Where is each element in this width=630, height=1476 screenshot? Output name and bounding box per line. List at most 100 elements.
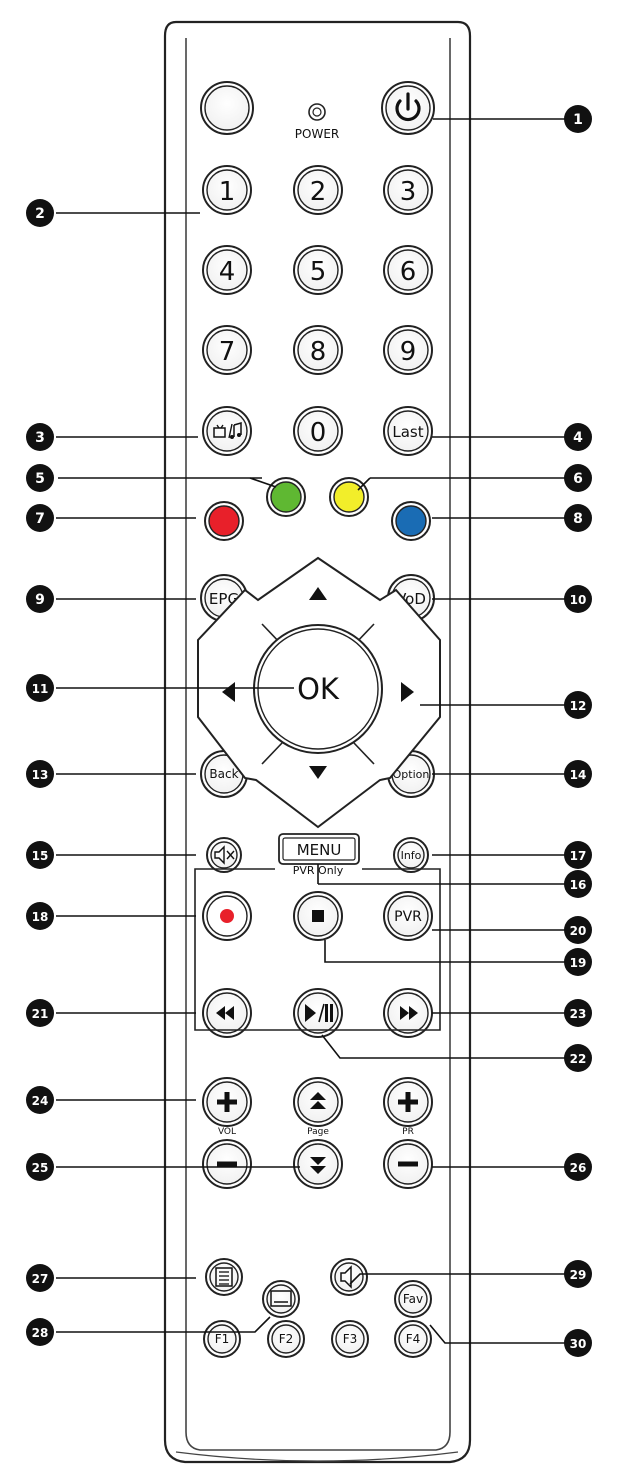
pvr-button[interactable]: PVR [383, 891, 433, 941]
fav-button[interactable]: Fav [394, 1280, 432, 1318]
callout-number: 25 [32, 1161, 49, 1175]
power-button[interactable] [381, 81, 435, 135]
teletext-button[interactable] [205, 1258, 243, 1296]
dpad-up-arrow[interactable] [309, 587, 327, 600]
digit-5-button[interactable]: 5 [293, 245, 343, 295]
channel-down-button[interactable] [383, 1139, 433, 1189]
callout-number: 27 [32, 1272, 49, 1286]
digit-7-button[interactable]: 7 [202, 325, 252, 375]
f3-button[interactable]: F3 [331, 1320, 369, 1358]
callout-number: 24 [32, 1094, 49, 1108]
dpad-right-arrow[interactable] [401, 682, 414, 702]
stop-button[interactable] [293, 891, 343, 941]
digit-1-button[interactable]: 1 [202, 165, 252, 215]
callout-6: 6 [564, 464, 592, 492]
last-button[interactable]: Last [383, 406, 433, 456]
digit-0-button[interactable]: 0 [293, 406, 343, 456]
volume-up-button[interactable] [202, 1077, 252, 1127]
callout-30: 30 [564, 1329, 592, 1357]
vol-label: VOL [218, 1127, 236, 1137]
callout-7: 7 [26, 504, 54, 532]
subtitle-button[interactable] [262, 1280, 300, 1318]
rewind-button[interactable] [202, 988, 252, 1038]
menu-label: MENU [297, 841, 342, 859]
callout-4: 4 [564, 423, 592, 451]
callout-number: 20 [570, 924, 587, 938]
digit-9-label: 9 [400, 337, 417, 367]
digit-8-button[interactable]: 8 [293, 325, 343, 375]
callout-number: 1 [573, 112, 583, 128]
digit-5-label: 5 [310, 257, 327, 287]
plus-icon-bar [224, 1092, 230, 1112]
rewind-icon [216, 1006, 234, 1020]
digit-4-label: 4 [219, 257, 236, 287]
fast-forward-button[interactable] [383, 988, 433, 1038]
digit-1-label: 1 [219, 177, 236, 207]
callout-18: 18 [26, 902, 54, 930]
tv-radio-button[interactable] [202, 406, 252, 456]
play-pause-icon [305, 1003, 333, 1023]
f1-button[interactable]: F1 [203, 1320, 241, 1358]
digit-4-button[interactable]: 4 [202, 245, 252, 295]
callout-number: 13 [32, 768, 49, 782]
callout-number: 7 [35, 511, 45, 527]
pr-label: PR [402, 1127, 414, 1137]
fast-forward-icon [400, 1006, 418, 1020]
mute-icon [214, 845, 235, 865]
fav-label: Fav [403, 1292, 423, 1306]
dpad-left-arrow[interactable] [222, 682, 235, 702]
callout-number: 10 [570, 593, 587, 607]
callout-22: 22 [564, 1044, 592, 1072]
blank-button[interactable] [200, 81, 254, 135]
callout-number: 22 [570, 1052, 587, 1066]
callout-12: 12 [564, 691, 592, 719]
f4-button[interactable]: F4 [394, 1320, 432, 1358]
page-up-button[interactable] [293, 1077, 343, 1127]
volume-down-button[interactable] [202, 1139, 252, 1189]
f4-label: F4 [406, 1332, 421, 1346]
digit-6-button[interactable]: 6 [383, 245, 433, 295]
callout-8: 8 [564, 504, 592, 532]
callout-2: 2 [26, 199, 54, 227]
minus-icon [398, 1161, 418, 1167]
teletext-icon [215, 1267, 233, 1287]
callout-number: 11 [32, 682, 49, 696]
callout-14: 14 [564, 760, 592, 788]
yellow-button[interactable] [329, 477, 369, 517]
callout-15: 15 [26, 841, 54, 869]
callout-number: 2 [35, 206, 45, 222]
red-button[interactable] [204, 501, 244, 541]
play-pause-button[interactable] [293, 988, 343, 1038]
callout-20: 20 [564, 916, 592, 944]
digit-2-button[interactable]: 2 [293, 165, 343, 215]
callout-number: 8 [573, 511, 583, 527]
plus-icon-bar [405, 1092, 411, 1112]
dpad-down-arrow[interactable] [309, 766, 327, 779]
blue-button[interactable] [391, 501, 431, 541]
digit-2-label: 2 [310, 177, 327, 207]
callout-19: 19 [564, 948, 592, 976]
back-label: Back [209, 767, 238, 781]
callout-29: 29 [564, 1260, 592, 1288]
callout-number: 21 [32, 1007, 49, 1021]
digit-9-button[interactable]: 9 [383, 325, 433, 375]
mute-button[interactable] [206, 837, 242, 873]
f2-button[interactable]: F2 [267, 1320, 305, 1358]
callout-17: 17 [564, 841, 592, 869]
ok-button[interactable]: OK [253, 624, 383, 754]
menu-button[interactable]: MENU [278, 833, 360, 865]
green-button[interactable] [266, 477, 306, 517]
page-label: Page [307, 1127, 329, 1137]
page-down-button[interactable] [293, 1139, 343, 1189]
digit-3-label: 3 [400, 177, 417, 207]
info-button[interactable]: Info [393, 837, 429, 873]
digit-3-button[interactable]: 3 [383, 165, 433, 215]
digit-7-label: 7 [219, 337, 236, 367]
callout-24: 24 [26, 1086, 54, 1114]
channel-up-button[interactable] [383, 1077, 433, 1127]
audio-button[interactable] [330, 1258, 368, 1296]
callout-1: 1 [564, 105, 592, 133]
page-down-icon [310, 1157, 326, 1174]
callout-25: 25 [26, 1153, 54, 1181]
